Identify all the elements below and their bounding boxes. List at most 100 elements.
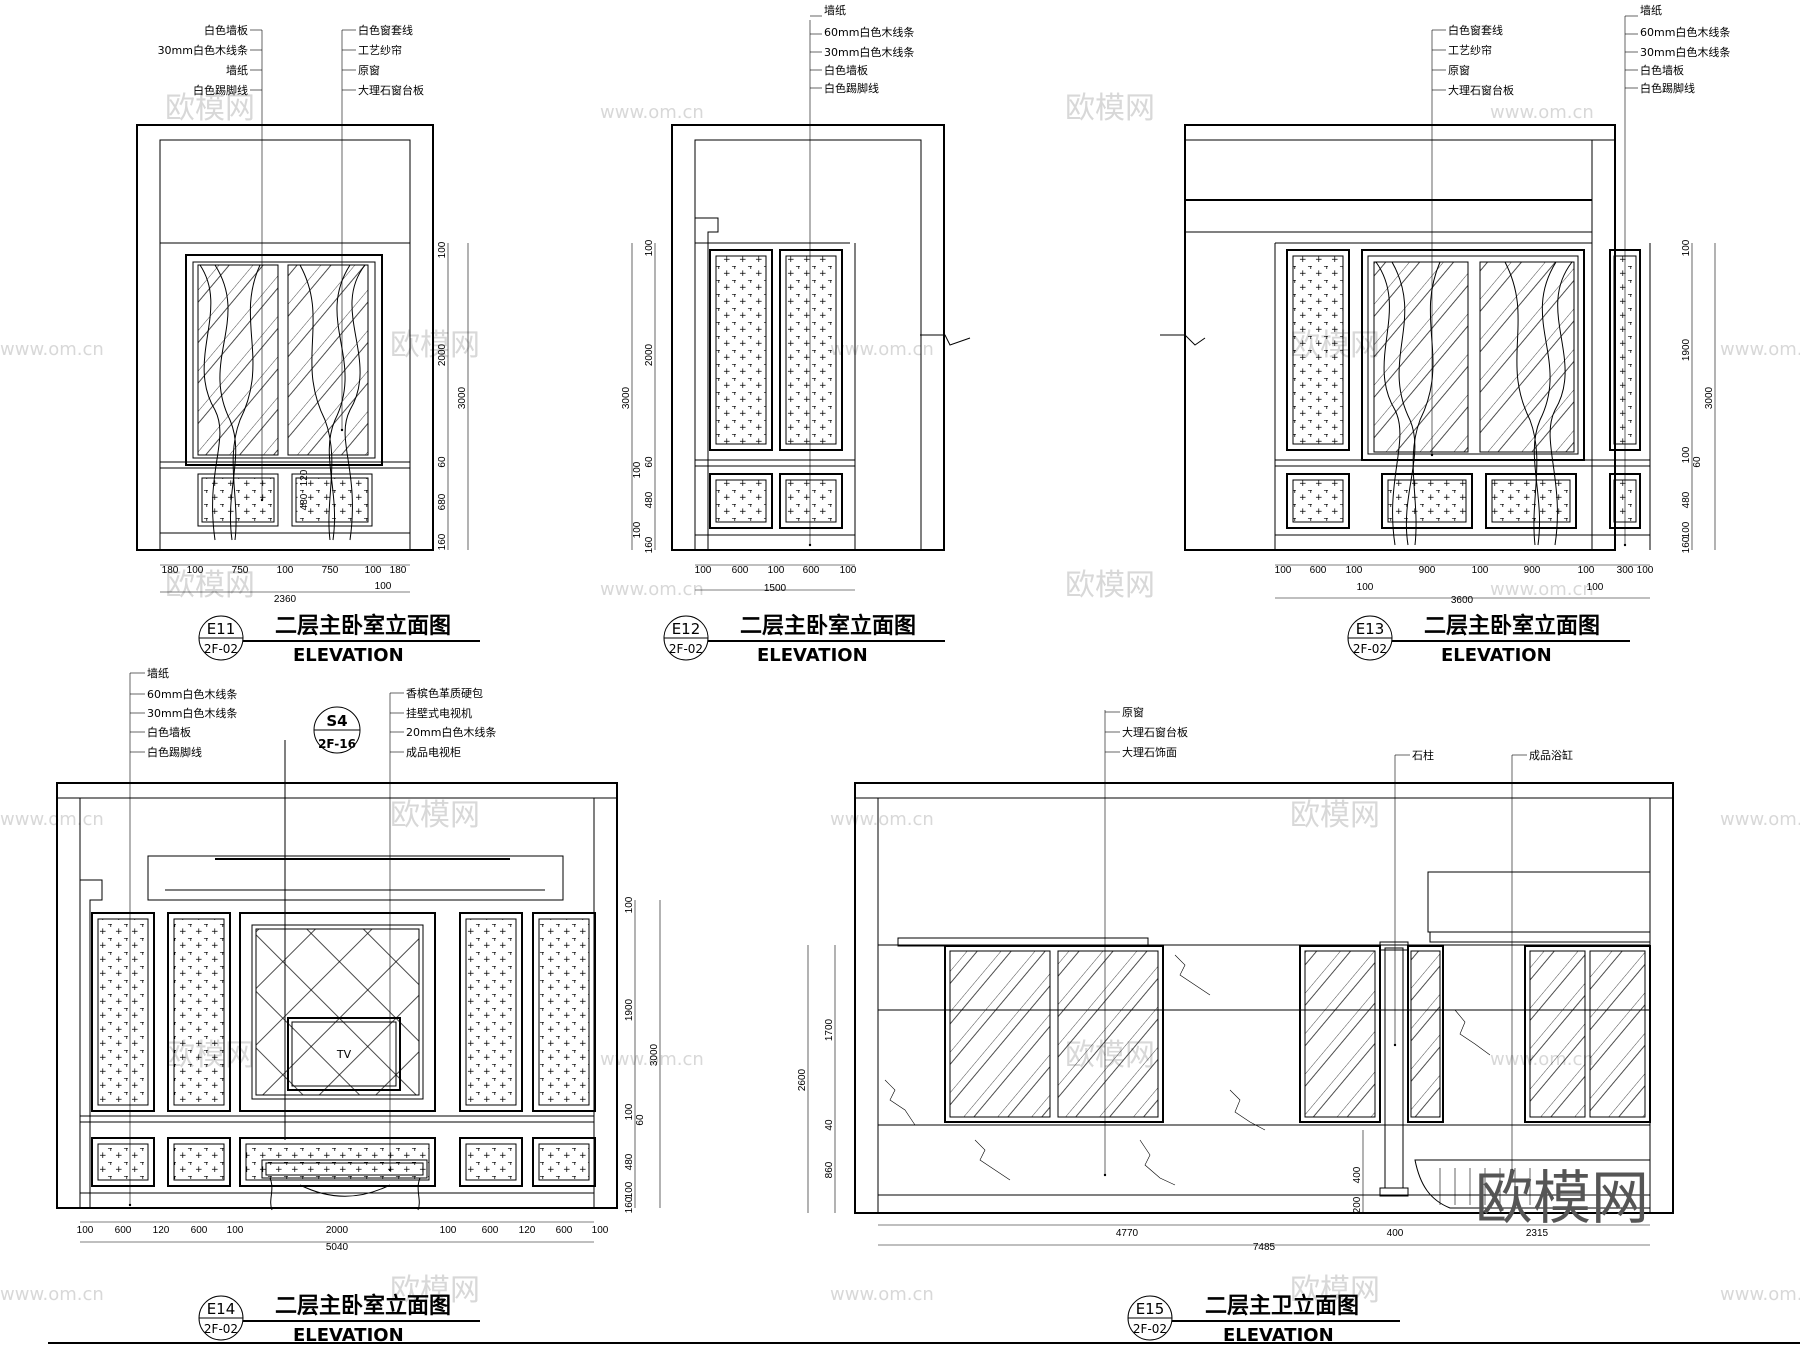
dim-total: 7485 — [1253, 1242, 1276, 1253]
dim: 180 — [390, 565, 407, 576]
label: 墙纸 — [147, 666, 169, 680]
label: 墙纸 — [1640, 3, 1662, 17]
wall-panel — [1491, 479, 1571, 523]
dim: 600 — [1310, 565, 1327, 576]
dim: 900 — [1524, 565, 1541, 576]
wall-panel — [785, 479, 837, 523]
dim: 1900 — [624, 998, 635, 1021]
label: 30mm白色木线条 — [158, 43, 248, 57]
dim: 600 — [115, 1225, 132, 1236]
dim: 100 — [624, 896, 635, 913]
dim-total: 2360 — [274, 594, 297, 605]
dimensions-horizontal: 100 600 120 600 100 2000 100 600 120 600… — [77, 1221, 609, 1253]
annotation-leaders-left: 白色墙板 30mm白色木线条 墙纸 白色踢脚线 — [158, 23, 264, 502]
label: 60mm白色木线条 — [147, 687, 237, 701]
label: 30mm白色木线条 — [824, 45, 914, 59]
section-tag: S4 2F-16 — [284, 706, 361, 1140]
wall-panel — [201, 477, 275, 523]
drawing-subtitle: ELEVATION — [293, 1325, 404, 1346]
label: 工艺纱帘 — [358, 43, 402, 57]
dim-total: 3600 — [1451, 595, 1474, 606]
dim: 100 — [1681, 239, 1692, 256]
ceiling-box — [1427, 871, 1651, 933]
watermark-layer: 欧模网 www.om.cn 欧模网 www.om.cn www.om.cn 欧模… — [0, 91, 1800, 1308]
dimensions-horizontal: 180 100 750 100 750 100 180 100 2360 — [160, 564, 410, 605]
dim: 3000 — [621, 386, 632, 409]
dim: 100 — [1681, 521, 1692, 538]
elevation-tag: E11 — [207, 620, 236, 638]
label: 大理石窗台板 — [1448, 83, 1514, 97]
room-outline — [854, 782, 1674, 1214]
dim: 60 — [1692, 456, 1703, 468]
watermark-url: www.om.cn — [0, 1284, 104, 1305]
wall-panel — [1292, 479, 1344, 523]
sheet-number: 2F-02 — [1353, 642, 1387, 656]
dim: 600 — [732, 565, 749, 576]
sheet-number: 2F-02 — [204, 642, 238, 656]
dim: 100 — [227, 1225, 244, 1236]
dim: 100 — [1472, 565, 1489, 576]
drawing-title: 二层主卧室立面图 — [1424, 613, 1600, 639]
dim: 900 — [1419, 565, 1436, 576]
watermark-logo: 欧模网 — [1290, 1273, 1380, 1308]
label: 大理石饰面 — [1122, 745, 1177, 759]
dim: 100 — [1275, 565, 1292, 576]
window-glass-right — [1479, 261, 1575, 453]
wall-panel — [173, 918, 225, 1106]
label: 香槟色革质硬包 — [406, 686, 483, 700]
wall-panel — [785, 255, 837, 445]
dim: 480 — [644, 491, 655, 508]
wall-panel — [465, 918, 517, 1106]
dim: 1700 — [824, 1018, 835, 1041]
wall-panel — [538, 1143, 590, 1181]
label: 大理石窗台板 — [358, 83, 424, 97]
tv-frame — [287, 1017, 401, 1091]
dim: 100 — [768, 565, 785, 576]
watermark-url: www.om.cn — [1720, 1284, 1800, 1305]
annotation-leaders-right: 香槟色革质硬包 挂壁式电视机 20mm白色木线条 成品电视柜 — [388, 686, 496, 1172]
dim: 60 — [635, 1114, 646, 1126]
section-tag-sheet: 2F-16 — [318, 737, 356, 751]
dim: 100 — [1681, 446, 1692, 463]
room-outline — [136, 124, 434, 551]
watermark-url: www.om.cn — [830, 1284, 934, 1305]
dimensions-vertical: 1700 40 860 2600 400 200 — [797, 945, 1364, 1213]
window-glass — [1410, 950, 1441, 1118]
window-glass-right — [287, 264, 369, 456]
dim: 860 — [824, 1161, 835, 1178]
dimensions-vertical: 100 2000 60 100 480 100 160 3000 — [621, 239, 656, 553]
elevation-e15: 原窗 大理石窗台板 大理石饰面 石柱 成品浴缸 1700 40 860 2600… — [797, 705, 1674, 1346]
dim: 100 — [632, 461, 643, 478]
drawing-subtitle: ELEVATION — [1441, 645, 1552, 666]
dim: 400 — [1387, 1228, 1404, 1239]
dim: 100 — [440, 1225, 457, 1236]
elevation-tag: E12 — [672, 620, 701, 638]
label: 20mm白色木线条 — [406, 725, 496, 739]
title-block: E12 2F-02 二层主卧室立面图 ELEVATION — [663, 613, 945, 666]
dim: 100 — [277, 565, 294, 576]
dim: 3000 — [457, 386, 468, 409]
label: 挂壁式电视机 — [406, 706, 472, 720]
dim: 100 — [1357, 582, 1374, 593]
window-glass — [1589, 950, 1646, 1118]
window-glass — [1529, 950, 1586, 1118]
drawing-title: 二层主卫立面图 — [1205, 1293, 1359, 1319]
elevation-e12: 墙纸 60mm白色木线条 30mm白色木线条 白色墙板 白色踢脚线 100 20… — [621, 3, 971, 666]
dim: 120 — [153, 1225, 170, 1236]
dim: 100 — [695, 565, 712, 576]
dim: 2000 — [437, 343, 448, 366]
watermark-url: www.om.cn — [600, 1049, 704, 1070]
dim: 2600 — [797, 1068, 808, 1091]
dim: 300 — [1617, 565, 1634, 576]
watermark-logo: 欧模网 — [390, 1273, 480, 1308]
label: 白色踢脚线 — [193, 83, 248, 97]
dim: 100 — [375, 581, 392, 592]
dim: 100 — [1578, 565, 1595, 576]
watermark-url: www.om.cn — [1490, 579, 1594, 600]
label: 白色墙板 — [1640, 63, 1684, 77]
watermark-logo: 欧模网 — [1290, 798, 1380, 833]
window-glass-left — [1373, 261, 1469, 453]
watermark-logo: 欧模网 — [165, 91, 255, 126]
watermark-url: www.om.cn — [830, 809, 934, 830]
